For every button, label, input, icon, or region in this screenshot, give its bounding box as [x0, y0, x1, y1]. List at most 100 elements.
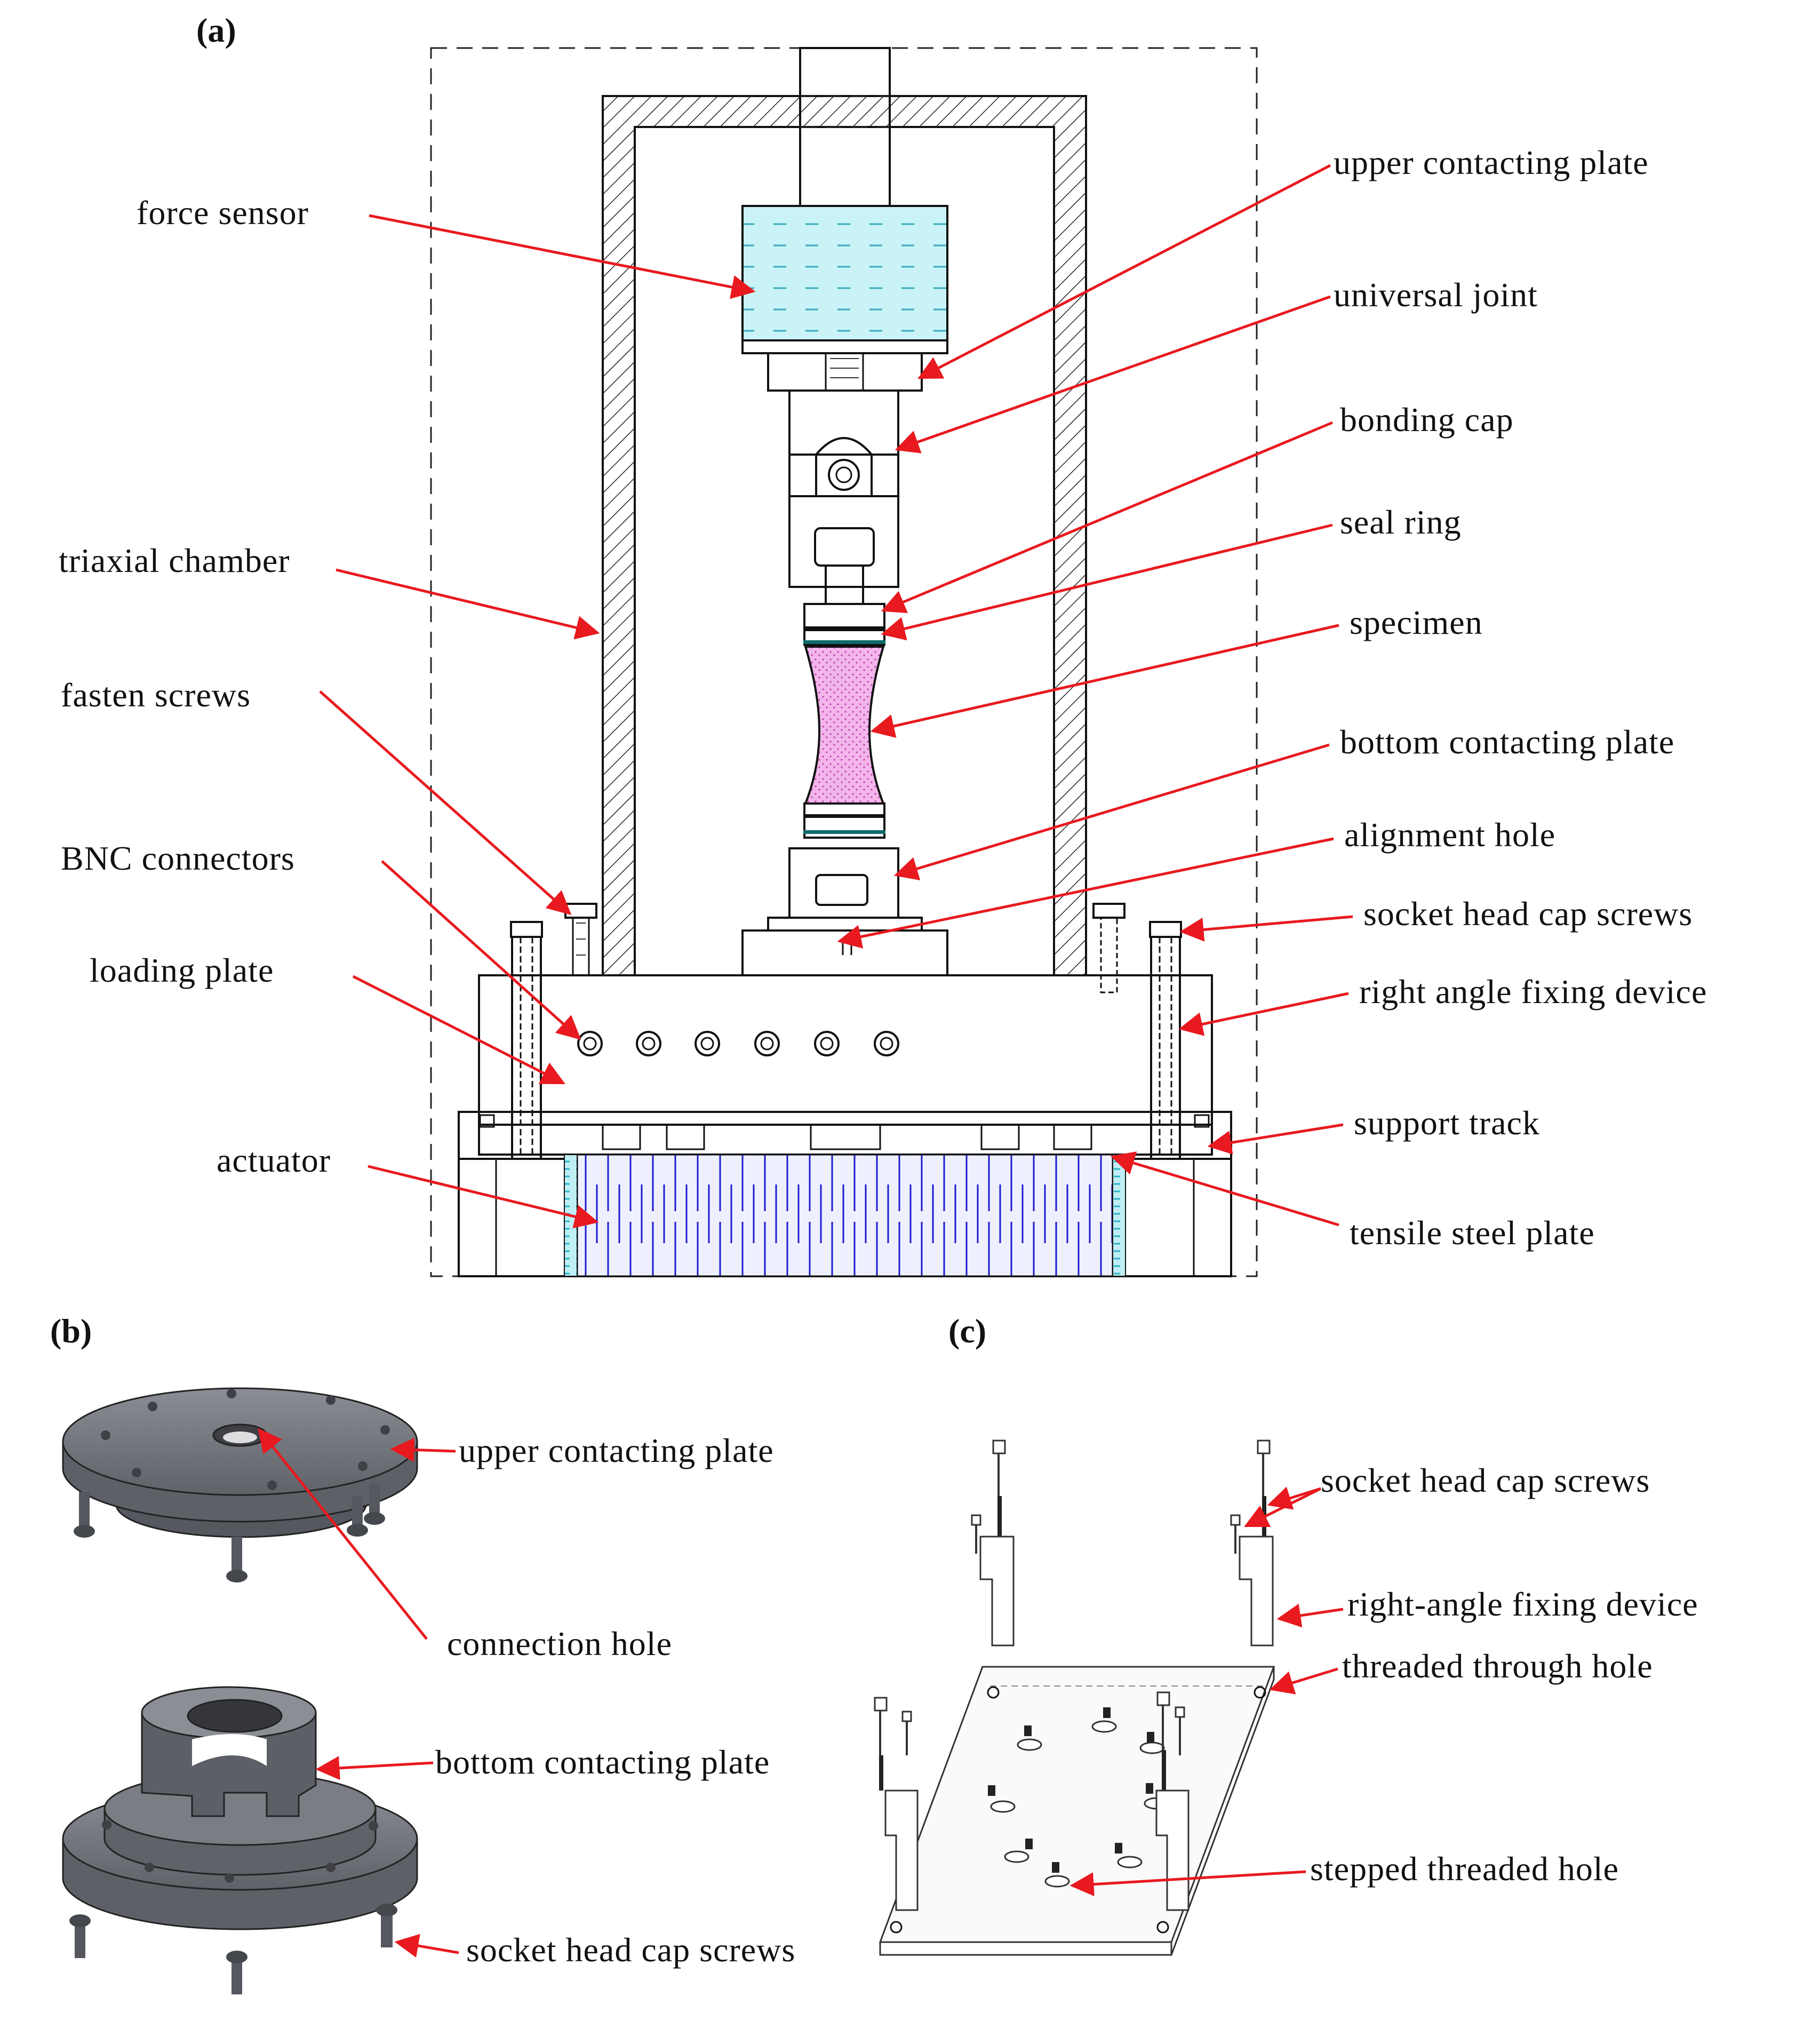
socket-head-cap-screw [226, 1537, 248, 1582]
fasten-screw-right [1092, 903, 1125, 993]
arrow-triaxial-chamber [336, 568, 600, 640]
arrow-universal-joint [895, 295, 1331, 454]
fixing-device-c-top-right [1230, 1439, 1274, 1647]
arrow-alignment-hole [837, 837, 1334, 949]
screws-b-upper [74, 1483, 385, 1582]
panel-label-c: (c) [948, 1312, 986, 1350]
label-bottom-contacting-plate: bottom contacting plate [1340, 723, 1674, 761]
panel-label-b: (b) [50, 1312, 92, 1350]
bnc-connector [874, 1031, 899, 1056]
label-seal-ring: seal ring [1340, 503, 1462, 541]
label-tensile-steel-plate: tensile steel plate [1350, 1214, 1595, 1252]
arrow-fasten-screws [319, 690, 572, 915]
arrow-tensile-steel-plate [1110, 1151, 1339, 1227]
bnc-connector [577, 1031, 603, 1056]
label-fasten-screws: fasten screws [61, 676, 251, 714]
bnc-connector [814, 1031, 840, 1056]
socket-head-cap-screw [226, 1951, 248, 1994]
label-socket-head-cap-screws: socket head cap screws [1363, 895, 1693, 933]
arrow-b-socket-head-cap-screws [394, 1934, 459, 1958]
arrow-socket-head-cap-screws [1179, 915, 1353, 942]
label-right-angle-fixing-device: right angle fixing device [1359, 973, 1707, 1011]
arrow-b-upper-contacting-plate [390, 1437, 456, 1462]
fixing-device-c-bottom-left [874, 1697, 919, 1911]
stepped-threaded-holes [988, 1707, 1169, 1888]
arrow-c-socket-head-cap-screws-2 [1243, 1487, 1322, 1528]
arrow-bnc-connectors [381, 860, 581, 1040]
label-b-bottom-contacting-plate: bottom contacting plate [435, 1743, 770, 1781]
stepped-threaded-hole [988, 1785, 1016, 1813]
actuator [576, 1154, 1114, 1277]
socket-head-cap-screw [376, 1904, 397, 1947]
right-angle-fixing-device-right [1149, 921, 1182, 1160]
arrow-upper-contacting-plate [917, 164, 1331, 379]
arrow-force-sensor [369, 214, 756, 299]
stepped-threaded-hole [1044, 1862, 1070, 1888]
arrow-c-stepped-threaded-hole [1069, 1870, 1306, 1897]
label-c-socket-head-cap-screws: socket head cap screws [1321, 1461, 1650, 1499]
arrow-right-angle-fixing-device [1178, 992, 1349, 1036]
arrow-c-socket-head-cap-screws-1 [1267, 1486, 1321, 1510]
arrow-actuator [368, 1165, 599, 1229]
arrow-c-right-angle-fixing-device [1276, 1603, 1344, 1628]
arrow-b-connection-hole [258, 1428, 428, 1640]
socket-head-cap-screw [69, 1914, 91, 1958]
label-bonding-cap: bonding cap [1340, 401, 1514, 439]
support-track [458, 1111, 1232, 1160]
bnc-connector [636, 1031, 661, 1056]
label-triaxial-chamber: triaxial chamber [59, 542, 290, 579]
stepped-threaded-hole [1004, 1839, 1033, 1863]
tensile-steel-plate-right [1112, 1154, 1126, 1277]
arrow-loading-plate [352, 975, 566, 1085]
label-c-right-angle-fixing-device: right-angle fixing device [1347, 1585, 1698, 1623]
label-alignment-hole: alignment hole [1344, 816, 1555, 854]
label-universal-joint: universal joint [1334, 276, 1538, 314]
seal-ring-lower [803, 802, 885, 839]
bnc-connector [754, 1031, 780, 1056]
right-angle-fixing-device-left [510, 921, 543, 1160]
label-c-stepped-threaded-hole: stepped threaded hole [1310, 1850, 1619, 1888]
stepped-threaded-hole [1017, 1725, 1042, 1751]
stepped-threaded-hole [1115, 1843, 1143, 1868]
arrow-bonding-cap [881, 421, 1333, 614]
arrow-support-track [1207, 1123, 1344, 1155]
fixing-device-c-top-left [971, 1439, 1015, 1647]
socket-head-cap-screw [364, 1483, 385, 1525]
socket-head-cap-screw [74, 1492, 95, 1538]
label-specimen: specimen [1350, 603, 1483, 641]
arrows-b [258, 1428, 459, 1958]
base-plate-3d [879, 1666, 1275, 1956]
label-upper-contacting-plate: upper contacting plate [1334, 144, 1649, 181]
screws-b-lower [69, 1904, 397, 1994]
force-sensor [741, 205, 948, 354]
bottom-contacting-plate [741, 847, 948, 976]
label-b-socket-head-cap-screws: socket head cap screws [466, 1931, 795, 1969]
arrow-specimen [870, 624, 1339, 738]
arrow-c-threaded-through-hole [1269, 1667, 1338, 1695]
arrow-seal-ring [881, 523, 1333, 641]
label-loading-plate: loading plate [90, 951, 274, 989]
bnc-connector [695, 1031, 720, 1056]
arrows-c [1069, 1486, 1344, 1897]
upper-contacting-plate [767, 352, 923, 392]
seal-ring-upper [803, 627, 885, 644]
bnc-connectors [577, 1031, 899, 1056]
arrow-bottom-contacting-plate [893, 743, 1330, 880]
bonding-cap [803, 603, 885, 646]
label-bnc-connectors: BNC connectors [61, 839, 295, 877]
arrows-a [319, 164, 1353, 1229]
specimen [804, 646, 885, 805]
label-support-track: support track [1354, 1104, 1540, 1142]
socket-head-cap-screw [347, 1496, 368, 1537]
arrow-b-bottom-contacting-plate [315, 1756, 434, 1780]
stepped-threaded-hole [1091, 1707, 1117, 1733]
label-b-connection-hole: connection hole [447, 1625, 672, 1663]
bottom-contacting-plate-3d [62, 1686, 418, 1930]
label-c-threaded-through-hole: threaded through hole [1342, 1647, 1653, 1685]
label-force-sensor: force sensor [137, 194, 309, 232]
fasten-screw-left [564, 903, 597, 976]
label-b-upper-contacting-plate: upper contacting plate [459, 1431, 774, 1469]
upper-contacting-plate-3d [62, 1387, 418, 1538]
label-actuator: actuator [217, 1141, 331, 1179]
